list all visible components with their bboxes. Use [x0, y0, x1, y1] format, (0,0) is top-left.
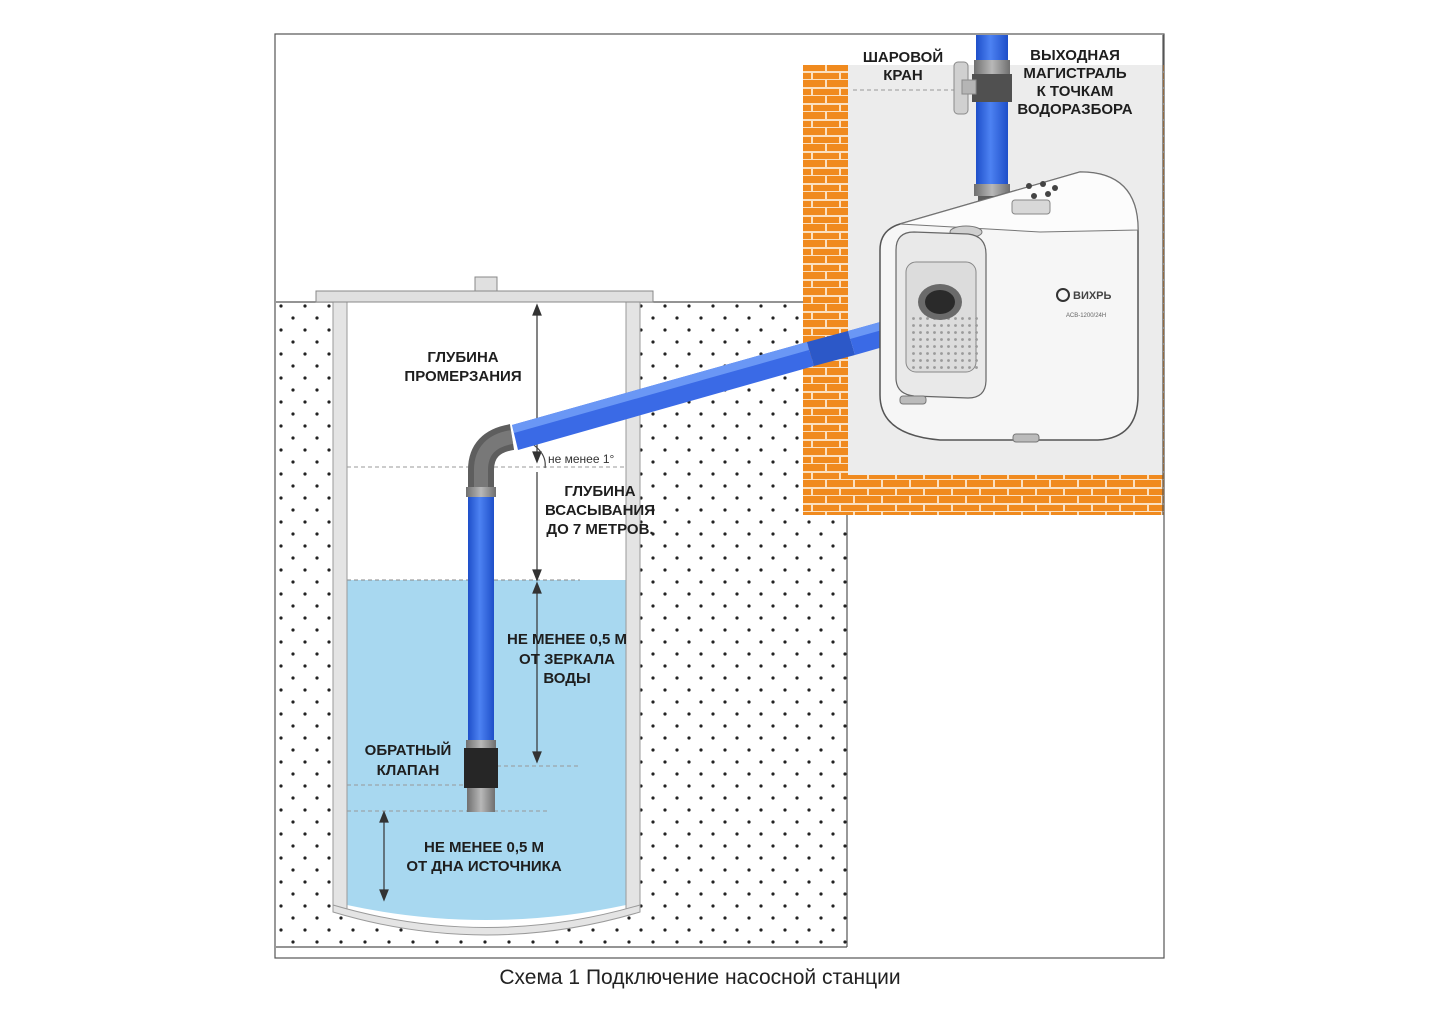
well-lid-handle [474, 276, 498, 292]
label-min-slope: не менее 1° [548, 452, 615, 466]
label-from-bottom: НЕ МЕНЕЕ 0,5 М ОТ ДНА ИСТОЧНИКА [406, 839, 562, 875]
suction-pipe [466, 313, 918, 740]
ball-valve [953, 61, 977, 115]
label-suction-depth: ГЛУБИНА ВСАСЫВАНИЯ ДО 7 МЕТРОВ. [545, 483, 655, 538]
svg-text:ОТ ЗЕРКАЛА: ОТ ЗЕРКАЛА [519, 651, 615, 668]
svg-text:ШАРОВОЙ: ШАРОВОЙ [863, 48, 943, 66]
pump-station: ВИХРЬ АСВ-1200/24Н [879, 171, 1139, 443]
svg-text:НЕ МЕНЕЕ 0,5 М: НЕ МЕНЕЕ 0,5 М [424, 839, 544, 856]
well-lid [315, 290, 654, 303]
svg-text:ВЫХОДНАЯ: ВЫХОДНАЯ [1030, 47, 1120, 64]
svg-text:ОБРАТНЫЙ: ОБРАТНЫЙ [365, 741, 452, 759]
svg-text:ВОДЫ: ВОДЫ [543, 670, 590, 687]
svg-text:ГЛУБИНА: ГЛУБИНА [427, 349, 498, 366]
label-from-water-mirror: НЕ МЕНЕЕ 0,5 М ОТ ЗЕРКАЛА ВОДЫ [507, 631, 627, 687]
label-freeze-depth: ГЛУБИНА ПРОМЕРЗАНИЯ [404, 349, 521, 385]
svg-text:ОТ ДНА ИСТОЧНИКА: ОТ ДНА ИСТОЧНИКА [406, 858, 562, 875]
svg-text:НЕ МЕНЕЕ 0,5 М: НЕ МЕНЕЕ 0,5 М [507, 631, 627, 648]
svg-text:МАГИСТРАЛЬ: МАГИСТРАЛЬ [1023, 65, 1126, 82]
guide-lines [347, 89, 955, 812]
label-ball-valve: ШАРОВОЙ КРАН [863, 48, 943, 84]
well-bottom [332, 904, 641, 936]
svg-text:ВСАСЫВАНИЯ: ВСАСЫВАНИЯ [545, 502, 655, 519]
label-outlet-line: ВЫХОДНАЯ МАГИСТРАЛЬ К ТОЧКАМ ВОДОРАЗБОРА [1017, 47, 1132, 118]
svg-text:К ТОЧКАМ: К ТОЧКАМ [1037, 83, 1114, 100]
svg-text:ВОДОРАЗБОРА: ВОДОРАЗБОРА [1017, 101, 1132, 118]
svg-text:ДО 7 МЕТРОВ.: ДО 7 МЕТРОВ. [546, 521, 653, 538]
svg-text:КЛАПАН: КЛАПАН [377, 762, 440, 779]
svg-text:ГЛУБИНА: ГЛУБИНА [564, 483, 635, 500]
pump-brand: ВИХРЬ [1073, 290, 1112, 302]
label-check-valve: ОБРАТНЫЙ КЛАПАН [365, 741, 452, 779]
svg-text:ПРОМЕРЗАНИЯ: ПРОМЕРЗАНИЯ [404, 368, 521, 385]
brand-logo-icon [1056, 288, 1070, 302]
diagram-caption: Схема 1 Подключение насосной станции [499, 966, 900, 989]
well-wall-left [332, 297, 348, 911]
check-valve [464, 740, 498, 812]
svg-text:КРАН: КРАН [883, 67, 923, 84]
pump-model: АСВ-1200/24Н [1066, 313, 1106, 319]
